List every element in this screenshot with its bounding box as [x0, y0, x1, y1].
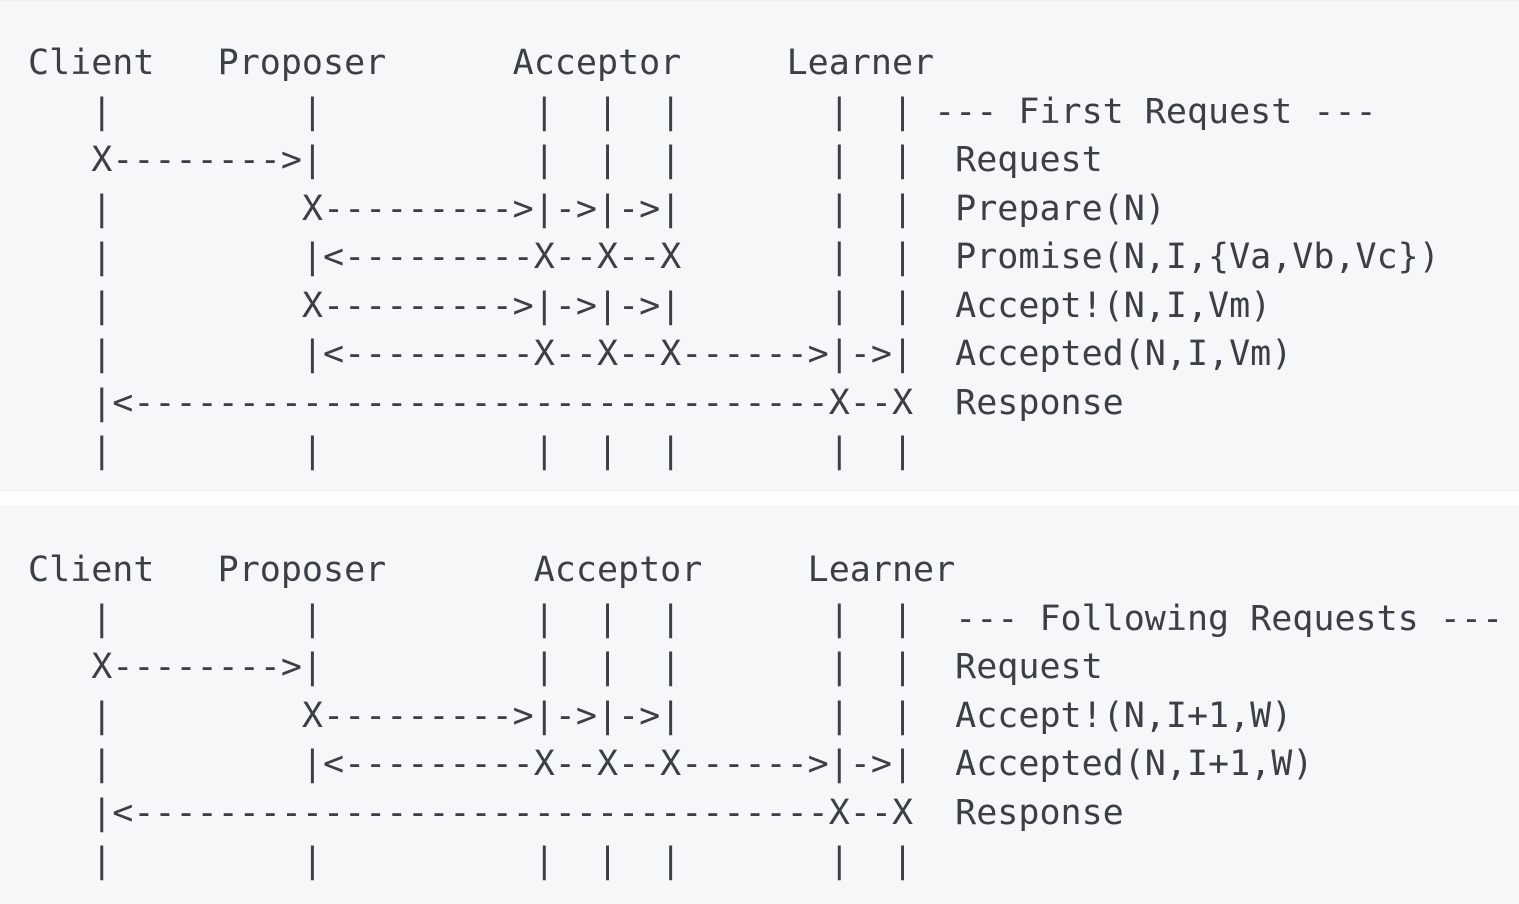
- diagram-line: | | | | | | |: [28, 841, 914, 881]
- diagram-line: | |<---------X--X--X------>|->| Accepted…: [28, 334, 1293, 374]
- block-divider: [0, 490, 1519, 507]
- diagram-line: |<---------------------------------X--X …: [28, 792, 1124, 833]
- diagram-actors-header: Client Proposer Acceptor Learner: [28, 43, 935, 83]
- diagram-line: | X--------->|->|->| | | Accept!(N,I+1,W…: [28, 695, 1293, 736]
- diagram-line: | |<---------X--X--X------>|->| Accepted…: [28, 744, 1314, 784]
- diagram-line: | |<---------X--X--X | | Promise(N,I,{Va…: [28, 237, 1440, 277]
- diagram-line: | | | | | | | --- Following Requests ---: [28, 598, 1504, 639]
- diagram-line: X-------->| | | | | | Request: [28, 647, 1103, 687]
- diagram-actors-header: Client Proposer Acceptor Learner: [28, 550, 956, 590]
- diagram-line: | X--------->|->|->| | | Accept!(N,I,Vm): [28, 285, 1272, 326]
- diagram-line: X-------->| | | | | | Request: [28, 140, 1103, 180]
- diagram-line: | | | | | | | --- First Request ---: [28, 91, 1377, 132]
- following-requests-diagram: Client Proposer Acceptor Learner | | | |…: [0, 507, 1519, 904]
- diagram-line: | X--------->|->|->| | | Prepare(N): [28, 188, 1166, 229]
- first-request-diagram: Client Proposer Acceptor Learner | | | |…: [28, 43, 1440, 471]
- diagram-line: |<---------------------------------X--X …: [28, 382, 1124, 423]
- diagram-line: | | | | | | |: [28, 431, 914, 471]
